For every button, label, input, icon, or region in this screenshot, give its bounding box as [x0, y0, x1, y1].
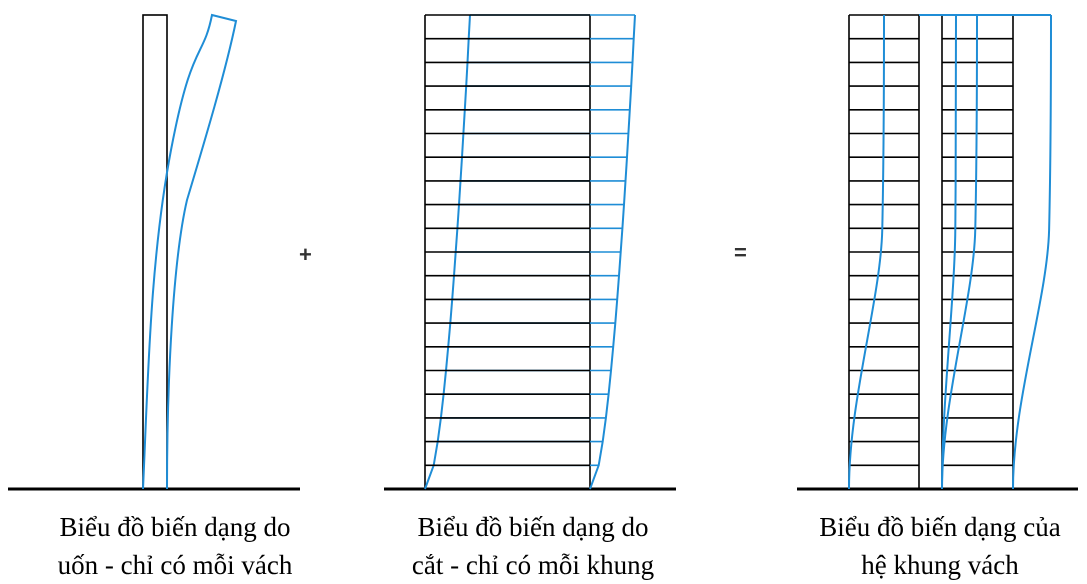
caption-shear: Biểu đồ biến dạng do cắt - chỉ có mỗi kh… — [383, 508, 683, 584]
combined-deformed-column — [1012, 14, 1052, 490]
combined-panel — [797, 14, 1078, 491]
shear-panel — [384, 14, 676, 491]
wall-deformed — [142, 13, 238, 490]
combined-deformed-column — [941, 14, 957, 490]
plus-operator: + — [299, 242, 312, 267]
wall-undeformed — [142, 14, 168, 490]
caption-shear-line-2: cắt - chỉ có mỗi khung — [411, 550, 655, 580]
caption-bending-line-2: uốn - chỉ có mỗi vách — [57, 550, 293, 580]
combined-deformed-column — [848, 14, 885, 490]
equals-operator: = — [734, 240, 747, 265]
bending-panel — [8, 13, 300, 491]
caption-combined: Biểu đồ biến dạng của hệ khung vách — [790, 508, 1087, 584]
caption-combined-line-1: Biểu đồ biến dạng của — [819, 512, 1061, 542]
caption-bending: Biểu đồ biến dạng do uốn - chỉ có mỗi vá… — [25, 508, 325, 584]
caption-bending-line-1: Biểu đồ biến dạng do — [59, 512, 291, 542]
caption-shear-line-1: Biểu đồ biến dạng do — [417, 512, 649, 542]
combined-deformed-column — [941, 14, 978, 490]
caption-combined-line-2: hệ khung vách — [861, 550, 1019, 580]
